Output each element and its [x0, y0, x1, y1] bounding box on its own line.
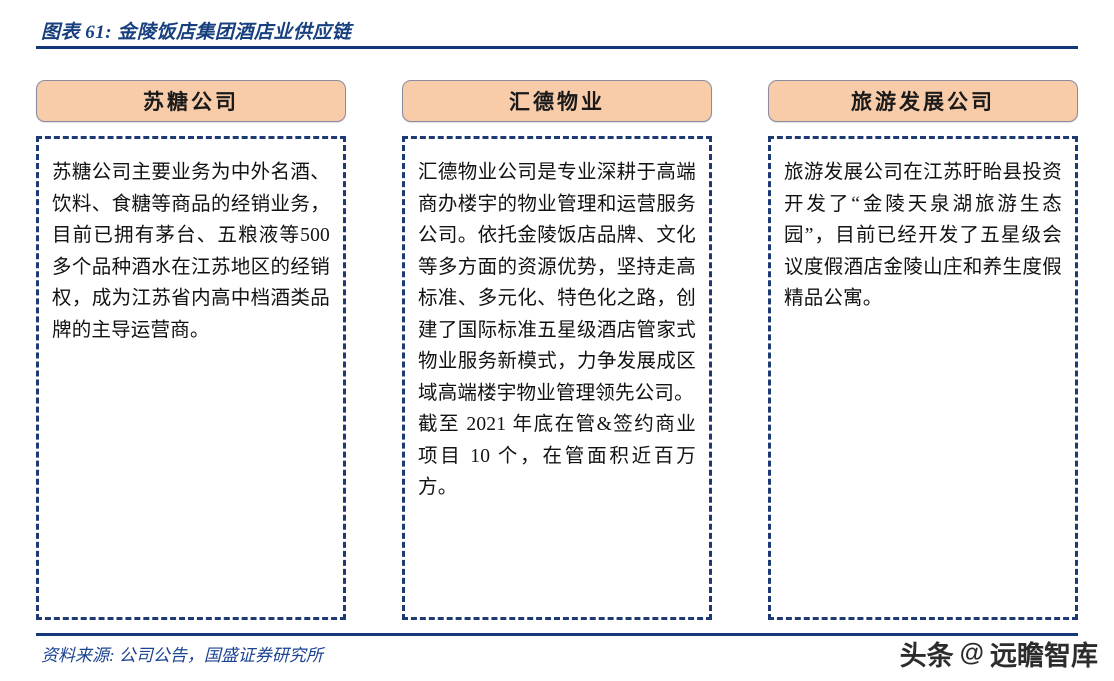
column-header-lv-you: 旅游发展公司: [768, 80, 1078, 122]
column-body-lv-you: 旅游发展公司在江苏盱眙县投资开发了“金陵天泉湖旅游生态园”，目前已经开发了五星级…: [768, 136, 1078, 620]
column-paragraph: 旅游发展公司在江苏盱眙县投资开发了“金陵天泉湖旅游生态园”，目前已经开发了五星级…: [784, 162, 1062, 309]
column-header-hui-de: 汇德物业: [402, 80, 712, 122]
column-paragraph: 汇德物业公司是专业深耕于高端商办楼宇的物业管理和运营服务公司。依托金陵饭店品牌、…: [418, 162, 696, 404]
column-paragraph: 苏糖公司主要业务为中外名酒、饮料、食糖等商品的经销业务，目前已拥有茅台、五粮液等…: [52, 162, 330, 341]
supply-chain-columns: 苏糖公司 苏糖公司主要业务为中外名酒、饮料、食糖等商品的经销业务，目前已拥有茅台…: [36, 80, 1078, 620]
watermark-at-icon: @: [959, 639, 984, 667]
column-body-su-tang: 苏糖公司主要业务为中外名酒、饮料、食糖等商品的经销业务，目前已拥有茅台、五粮液等…: [36, 136, 346, 620]
watermark-platform: 头条: [899, 641, 954, 671]
column-su-tang: 苏糖公司 苏糖公司主要业务为中外名酒、饮料、食糖等商品的经销业务，目前已拥有茅台…: [36, 80, 346, 620]
title-divider: [36, 46, 1078, 49]
column-hui-de: 汇德物业 汇德物业公司是专业深耕于高端商办楼宇的物业管理和运营服务公司。依托金陵…: [402, 80, 712, 620]
column-lv-you: 旅游发展公司 旅游发展公司在江苏盱眙县投资开发了“金陵天泉湖旅游生态园”，目前已…: [768, 80, 1078, 620]
footer-divider: [36, 633, 1078, 636]
column-header-su-tang: 苏糖公司: [36, 80, 346, 122]
figure-title: 图表 61: 金陵饭店集团酒店业供应链: [41, 22, 352, 43]
column-body-hui-de: 汇德物业公司是专业深耕于高端商办楼宇的物业管理和运营服务公司。依托金陵饭店品牌、…: [402, 136, 712, 620]
column-paragraph: 截至 2021 年底在管&签约商业项目 10 个，在管面积近百万方。: [418, 414, 696, 498]
source-note: 资料来源: 公司公告，国盛证券研究所: [41, 646, 323, 665]
watermark: 头条 @ 远瞻智库: [900, 634, 1098, 673]
watermark-account: 远瞻智库: [990, 641, 1098, 671]
